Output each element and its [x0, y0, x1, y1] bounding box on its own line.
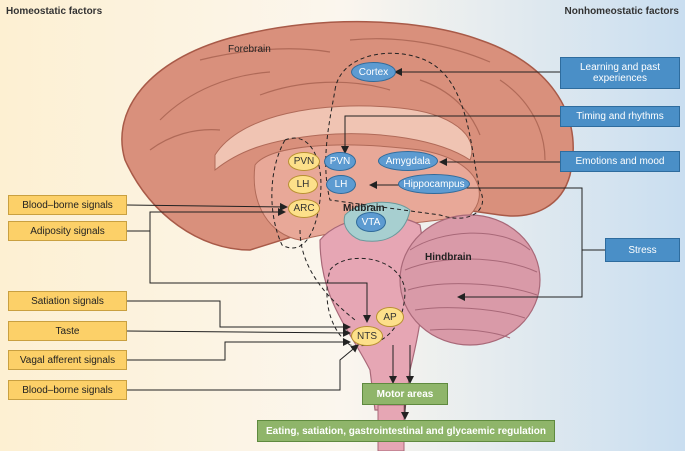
taste-box: Taste — [8, 321, 127, 341]
pvn-blue: PVN — [324, 152, 356, 171]
learning-box: Learning and past experiences — [560, 57, 680, 89]
forebrain-label: Forebrain — [228, 44, 271, 55]
vagal-afferent-signals-box: Vagal afferent signals — [8, 350, 127, 370]
hippocampus-blue: Hippocampus — [398, 174, 470, 194]
emotions-box: Emotions and mood — [560, 151, 680, 172]
ap-yellow: AP — [376, 307, 404, 327]
blood-borne-signals-box: Blood–borne signals — [8, 195, 127, 215]
timing-box: Timing and rhythms — [560, 106, 680, 127]
regulation-box: Eating, satiation, gastrointestinal and … — [257, 420, 555, 442]
midbrain-label: Midbrain — [343, 203, 385, 214]
vta-blue: VTA — [356, 212, 386, 232]
corpus-callosum — [214, 105, 473, 172]
dashed-circuits — [271, 52, 483, 347]
stress-box: Stress — [605, 238, 680, 262]
cerebellum-folia — [404, 232, 538, 339]
cortex-blue: Cortex — [351, 62, 396, 82]
output-arrows — [389, 345, 414, 420]
left-arrows — [126, 202, 371, 391]
gyri — [149, 38, 546, 161]
cerebellum — [399, 214, 541, 346]
adiposity-signals-box: Adiposity signals — [8, 221, 127, 241]
blood-borne-signals-box-2: Blood–borne signals — [8, 380, 127, 400]
lh-blue: LH — [326, 175, 356, 194]
motor-areas-box: Motor areas — [362, 383, 448, 405]
arc-yellow: ARC — [288, 199, 320, 218]
pvn-yellow: PVN — [288, 152, 320, 171]
nonhomeostatic-header: Nonhomeostatic factors — [564, 6, 679, 17]
hindbrain-label: Hindbrain — [425, 252, 472, 263]
satiation-signals-box: Satiation signals — [8, 291, 127, 311]
nts-yellow: NTS — [351, 326, 383, 346]
amygdala-blue: Amygdala — [378, 151, 438, 171]
lh-yellow: LH — [288, 175, 318, 194]
homeostatic-header: Homeostatic factors — [6, 6, 103, 17]
